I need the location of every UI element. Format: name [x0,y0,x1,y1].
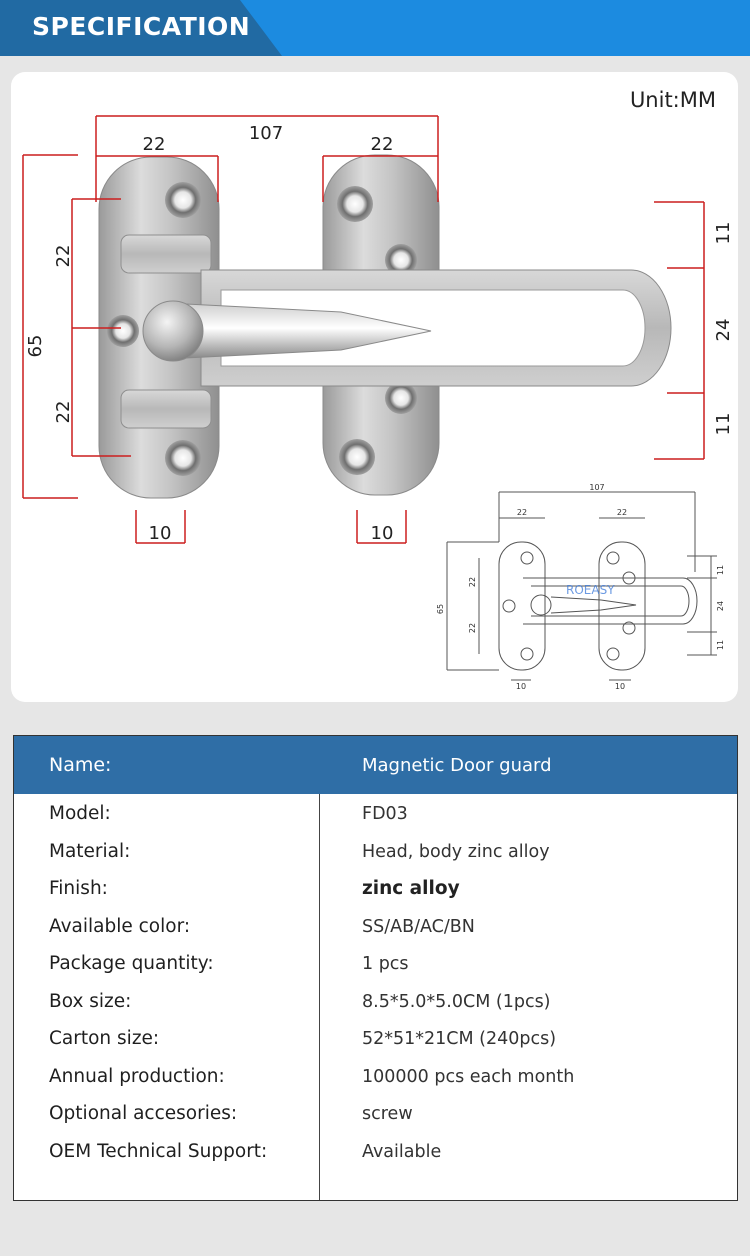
thumb-dim-total-height: 65 [436,604,445,614]
dim-left-base: 10 [149,523,172,544]
spec-header-row: Name: Magnetic Door guard [14,736,737,794]
spec-row-value: SS/AB/AC/BN [362,917,475,937]
spec-row-label: Available color: [49,916,191,937]
page-title: SPECIFICATION [32,12,251,41]
spec-row-value: 100000 pcs each month [362,1067,575,1087]
screw-hole-icon [337,186,373,222]
dim-overall-width: 107 [249,123,283,144]
spec-row-label: OEM Technical Support: [49,1141,268,1162]
screw-hole-icon [165,440,201,476]
spec-row-label: Box size: [49,991,132,1012]
spec-row: Optional accesories: screw [14,1098,737,1135]
thumbnail-drawing [446,491,717,681]
thumb-dim-right-base: 10 [615,682,625,691]
spec-row: Model: FD03 [14,798,737,835]
spec-row-label: Carton size: [49,1028,160,1049]
dim-right-mid: 24 [713,319,734,342]
spec-row-label: Package quantity: [49,953,214,974]
spec-row: Available color: SS/AB/AC/BN [14,911,737,948]
spec-row-value: zinc alloy [362,878,460,899]
screw-hole-icon [385,382,417,414]
spec-row-label: Finish: [49,878,108,899]
dim-left-width: 22 [143,134,166,155]
thumb-dim-right-bottom: 11 [716,640,725,650]
spec-row-label: Annual production: [49,1066,225,1087]
spec-row-value: 52*51*21CM (240pcs) [362,1029,557,1049]
spec-row-label: Optional accesories: [49,1103,238,1124]
screw-hole-icon [165,182,201,218]
spec-row: Finish: zinc alloy [14,873,737,910]
watermark-logo: ROEASY [566,583,615,597]
spec-row-label: Material: [49,841,131,862]
specification-table: Name: Magnetic Door guard Model: FD03 Ma… [13,735,738,1201]
spec-row: Carton size: 52*51*21CM (240pcs) [14,1023,737,1060]
screw-hole-icon [339,439,375,475]
thumb-dim-right-width: 22 [617,508,627,517]
spec-row: OEM Technical Support: Available [14,1136,737,1173]
dim-right-width: 22 [371,134,394,155]
spec-row: Package quantity: 1 pcs [14,948,737,985]
product-diagram: 107 22 22 65 22 22 11 24 11 10 10 [22,115,734,691]
spec-row-value: 8.5*5.0*5.0CM (1pcs) [362,992,551,1012]
thumb-dim-right-top: 11 [716,565,725,575]
dim-right-top: 11 [713,222,734,245]
spec-row-value: FD03 [362,804,408,824]
column-divider [319,794,320,1200]
thumb-dim-left-base: 10 [516,682,526,691]
lower-hinge [120,389,212,429]
dim-upper-gap: 22 [53,245,74,268]
spec-row-label: Model: [49,803,111,824]
thumb-dim-lower-gap: 22 [468,623,477,633]
pivot-ball [142,300,204,362]
spec-name-label: Name: [49,754,112,776]
thumb-dim-left-width: 22 [517,508,527,517]
thumb-dim-right-mid: 24 [716,601,725,611]
spec-row-value: screw [362,1104,413,1124]
dim-total-height: 65 [25,335,46,358]
spec-row-value: Available [362,1142,442,1162]
thumb-dim-overall-width: 107 [589,483,604,492]
spec-row-value: 1 pcs [362,954,409,974]
header-tab [0,0,282,56]
thumb-dim-upper-gap: 22 [468,577,477,587]
spec-name-value: Magnetic Door guard [362,755,552,776]
screw-hole-icon [107,315,139,347]
spec-row: Annual production: 100000 pcs each month [14,1061,737,1098]
spec-row: Material: Head, body zinc alloy [14,836,737,873]
screw-hole-icon [385,244,417,276]
dim-lower-gap: 22 [53,401,74,424]
spec-row: Box size: 8.5*5.0*5.0CM (1pcs) [14,986,737,1023]
spec-row-value: Head, body zinc alloy [362,842,550,862]
dim-right-bottom: 11 [713,413,734,436]
dim-right-base: 10 [371,523,394,544]
unit-label: Unit:MM [629,88,716,112]
upper-hinge [120,234,212,274]
product-figure-card: Unit:MM [11,72,738,702]
